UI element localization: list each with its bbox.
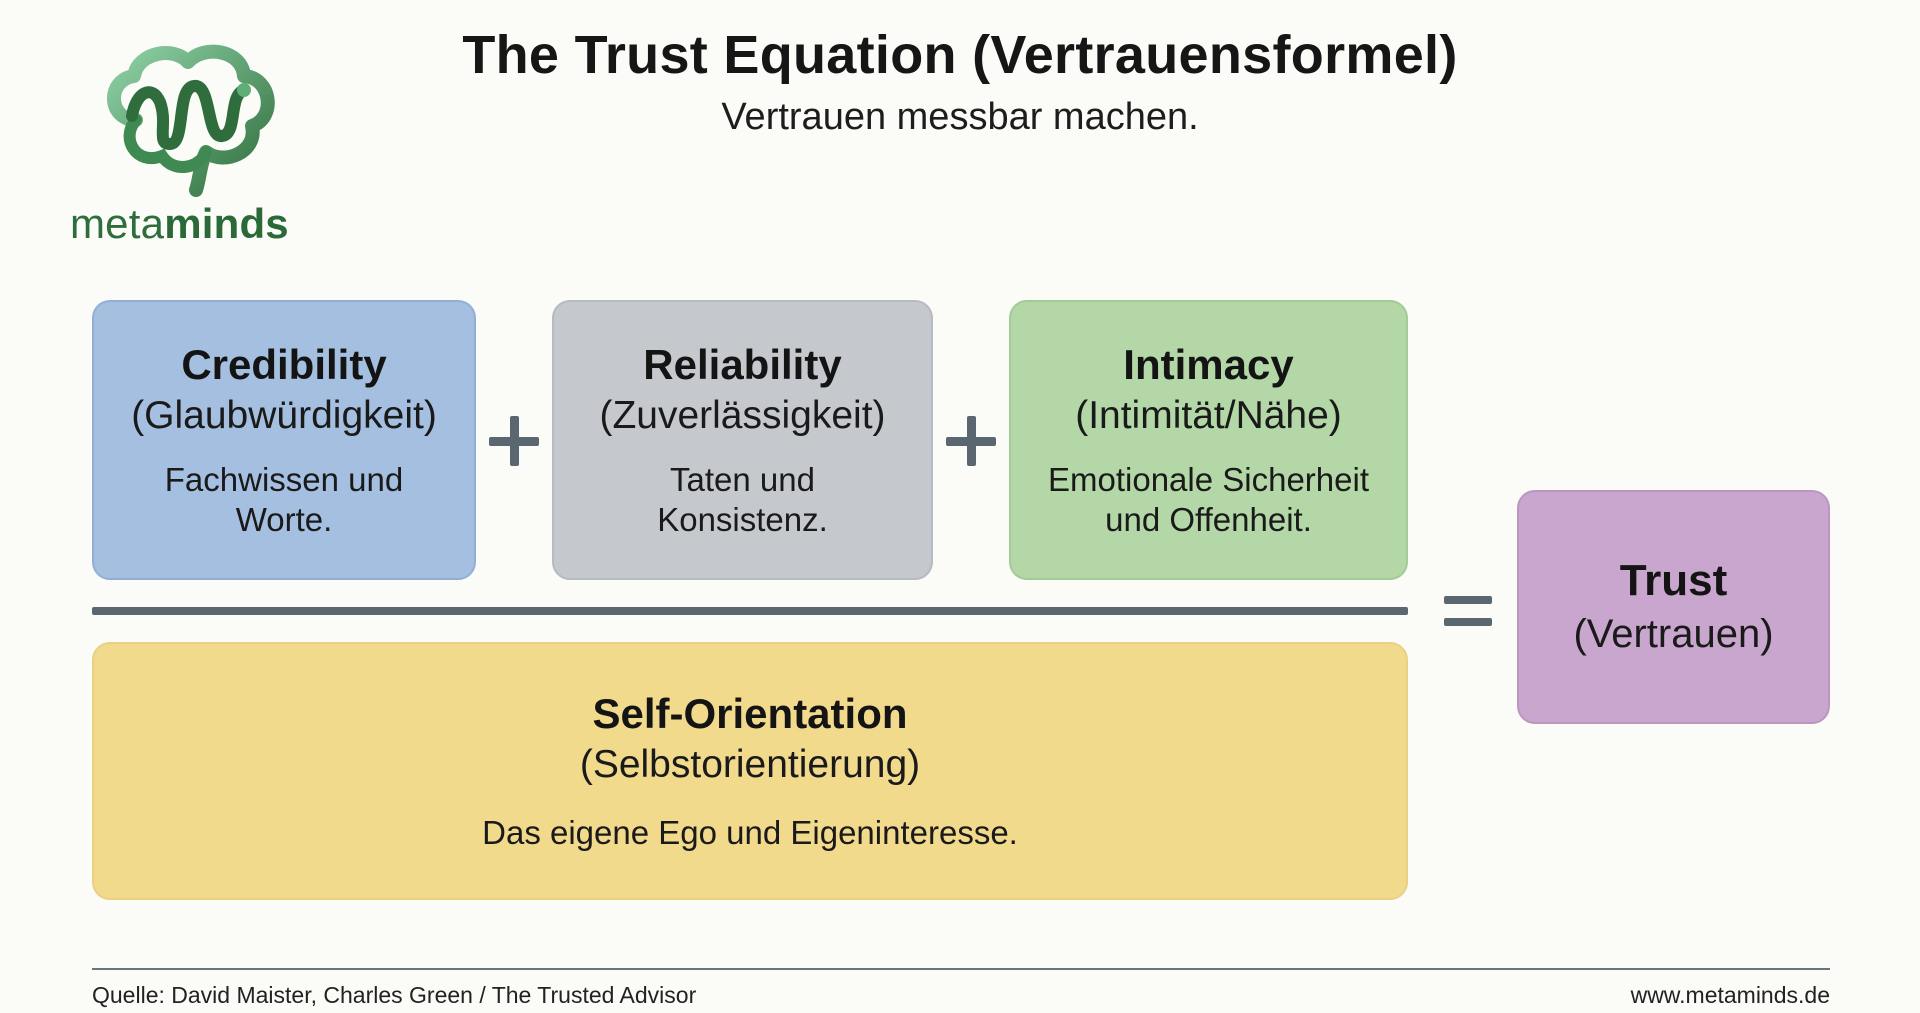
trust-name: Trust <box>1619 555 1728 605</box>
source-citation: Quelle: David Maister, Charles Green / T… <box>92 982 697 1008</box>
credibility-box: Credibility (Glaubwürdigkeit) Fachwissen… <box>92 300 476 580</box>
self-orientation-translation: (Selbstorientierung) <box>579 742 921 786</box>
page-subtitle: Vertrauen messbar machen. <box>721 96 1199 138</box>
reliability-name: Reliability <box>643 340 842 388</box>
self-orientation-name: Self-Orientation <box>592 689 908 737</box>
intimacy-box: Intimacy (Intimität/Nähe) Emotionale Sic… <box>1009 300 1408 580</box>
logo-wordmark: metaminds <box>70 200 289 248</box>
trust-box: Trust (Vertrauen) <box>1517 490 1830 724</box>
self-orientation-description: Das eigene Ego und Eigeninteresse. <box>482 813 1018 851</box>
footer-divider <box>92 968 1830 970</box>
brain-icon <box>107 44 275 197</box>
logo-word-light: meta <box>70 200 165 247</box>
intimacy-description: Emotionale Sicherheit und Offenheit. <box>1047 460 1369 538</box>
page-title: The Trust Equation (Vertrauensformel) <box>462 25 1458 85</box>
trust-translation: (Vertrauen) <box>1573 612 1774 657</box>
website-link[interactable]: www.metaminds.de <box>1630 982 1830 1008</box>
reliability-description: Taten und Konsistenz. <box>657 460 828 538</box>
credibility-description: Fachwissen und Worte. <box>164 460 404 538</box>
intimacy-name: Intimacy <box>1123 340 1294 388</box>
credibility-translation: (Glaubwürdigkeit) <box>131 394 437 438</box>
logo-word-bold: minds <box>164 200 289 247</box>
equals-icon-bottom-bar <box>1444 618 1492 626</box>
self-orientation-box: Self-Orientation (Selbstorientierung) Da… <box>92 642 1408 900</box>
reliability-translation: (Zuverlässigkeit) <box>599 394 886 438</box>
equals-icon-top-bar <box>1444 596 1492 604</box>
reliability-box: Reliability (Zuverlässigkeit) Taten und … <box>552 300 933 580</box>
plus-icon <box>489 416 539 466</box>
fraction-line <box>92 607 1408 615</box>
intimacy-translation: (Intimität/Nähe) <box>1075 394 1342 438</box>
credibility-name: Credibility <box>181 340 387 388</box>
plus-icon <box>946 416 996 466</box>
